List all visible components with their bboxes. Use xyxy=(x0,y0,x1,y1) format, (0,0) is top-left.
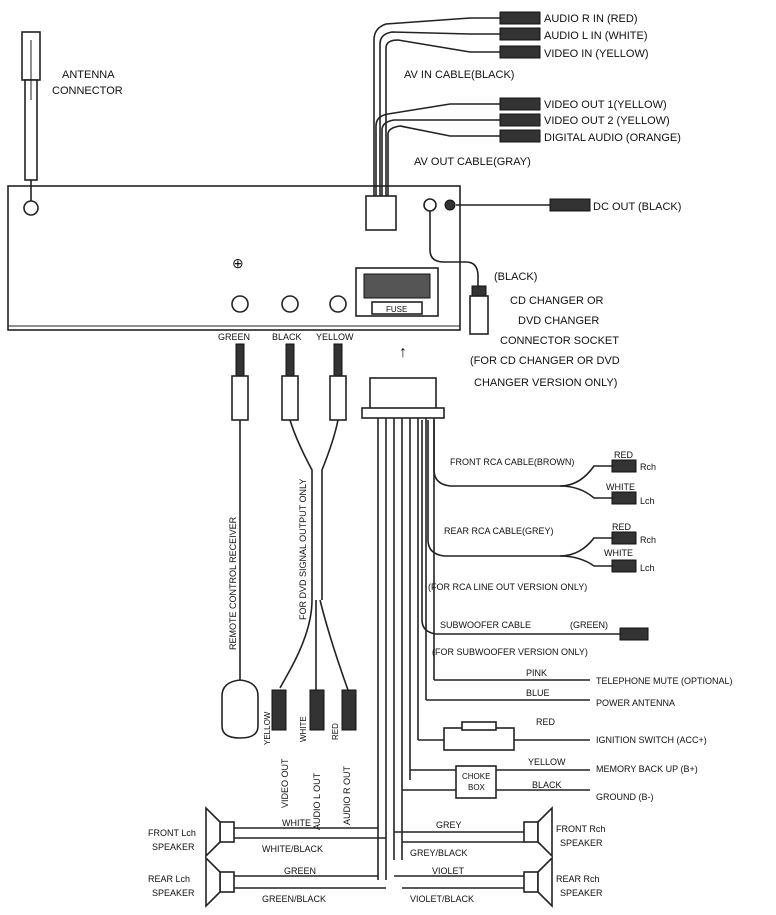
subwoofer-cable xyxy=(421,420,649,641)
rear-white-label: WHITE xyxy=(604,548,633,558)
dvd-output-cable xyxy=(271,419,357,731)
choke-box-1: CHOKE xyxy=(462,772,490,781)
front-rch-label: Rch xyxy=(640,462,656,472)
subwoofer-only-label: (FOR SUBWOOFER VERSION ONLY) xyxy=(432,647,588,657)
yellow-wire-label: YELLOW xyxy=(528,757,566,767)
antenna-label-1: ANTENNA xyxy=(62,69,115,81)
rear-lch-label: Lch xyxy=(640,563,655,573)
dvd-signal-label: FOR DVD SIGNAL OUTPUT ONLY xyxy=(298,479,308,620)
jack-yellow-label: YELLOW xyxy=(316,332,354,342)
rear-rch-speaker-2: SPEAKER xyxy=(560,888,603,898)
rear-rch-label: Rch xyxy=(640,535,656,545)
jack-black-label: BLACK xyxy=(272,332,302,342)
panel-jacks: ⊕ xyxy=(231,198,456,313)
front-white-label: WHITE xyxy=(606,482,635,492)
blue-label: BLUE xyxy=(526,688,550,698)
remote-receiver-label: REMOTE CONTROL RECEIVER xyxy=(228,516,238,650)
telephone-mute-label: TELEPHONE MUTE (OPTIONAL) xyxy=(596,676,733,686)
antenna-connector xyxy=(21,31,41,216)
front-lch-speaker-2: SPEAKER xyxy=(152,842,195,852)
cd-changer-5: CHANGER VERSION ONLY) xyxy=(474,377,617,389)
remote-receiver xyxy=(221,420,259,739)
av-out-cable-label: AV OUT CABLE(GRAY) xyxy=(414,156,531,168)
white-black-wire-label: WHITE/BLACK xyxy=(262,844,323,854)
rear-red-label: RED xyxy=(612,522,632,532)
power-wires xyxy=(402,679,590,799)
rear-left-speaker xyxy=(205,856,386,908)
grey-black-wire-label: GREY/BLACK xyxy=(410,848,468,858)
green-black-wire-label: GREEN/BLACK xyxy=(262,894,326,904)
iso-socket xyxy=(355,267,439,317)
audio-r-in-label: AUDIO R IN (RED) xyxy=(544,13,638,25)
ignition-label: IGNITION SWITCH (ACC+) xyxy=(596,735,707,745)
cd-changer-4: (FOR CD CHANGER OR DVD xyxy=(470,355,620,367)
subwoofer-green-label: (GREEN) xyxy=(570,620,608,630)
rca-red-label: RED xyxy=(331,723,340,740)
black-wire-label: BLACK xyxy=(532,780,562,790)
rear-rca-label: REAR RCA CABLE(GREY) xyxy=(444,526,554,536)
av-in-cable-label: AV IN CABLE(BLACK) xyxy=(404,69,514,81)
grey-wire-label: GREY xyxy=(436,820,462,830)
audio-l-in-label: AUDIO L IN (WHITE) xyxy=(544,30,647,42)
ground-label: GROUND (B-) xyxy=(596,792,654,802)
violet-black-wire-label: VIOLET/BLACK xyxy=(410,894,474,904)
video-out-2-label: VIDEO OUT 2 (YELLOW) xyxy=(544,115,670,127)
subwoofer-cable-label: SUBWOOFER CABLE xyxy=(440,620,531,630)
memory-backup-label: MEMORY BACK UP (B+) xyxy=(596,764,698,774)
green-wire-label: GREEN xyxy=(284,866,316,876)
dc-out-label: DC OUT (BLACK) xyxy=(593,201,681,213)
front-rch-speaker-2: SPEAKER xyxy=(560,838,603,848)
up-arrow: ↑ xyxy=(399,344,407,361)
rear-right-speaker xyxy=(394,856,553,908)
fuse-label: FUSE xyxy=(386,305,407,314)
rear-lch-speaker-2: SPEAKER xyxy=(152,888,195,898)
front-rca-cable xyxy=(433,420,637,505)
choke-box-2: BOX xyxy=(468,783,486,792)
white-wire-label: WHITE xyxy=(282,818,311,828)
audio-r-out-label: AUDIO R OUT xyxy=(342,765,352,825)
audio-l-out-label: AUDIO L OUT xyxy=(312,772,322,830)
digital-audio-label: DIGITAL AUDIO (ORANGE) xyxy=(544,132,681,144)
cd-changer-3: CONNECTOR SOCKET xyxy=(500,335,619,347)
rca-line-out-label: (FOR RCA LINE OUT VERSION ONLY) xyxy=(428,582,587,592)
violet-wire-label: VIOLET xyxy=(432,866,465,876)
mini-jack-plugs xyxy=(231,343,347,421)
front-lch-label: Lch xyxy=(640,496,655,506)
rca-white-label: WHITE xyxy=(299,716,308,742)
front-lch-speaker-1: FRONT Lch xyxy=(148,828,196,838)
red-wire-label: RED xyxy=(536,717,556,727)
front-rch-speaker-1: FRONT Rch xyxy=(556,824,605,834)
video-out-label: VIDEO OUT xyxy=(280,758,290,808)
black-paren-label: (BLACK) xyxy=(494,271,537,283)
jack-green-label: GREEN xyxy=(218,332,250,342)
front-right-speaker xyxy=(394,806,553,858)
video-out-1-label: VIDEO OUT 1(YELLOW) xyxy=(544,99,667,111)
pink-label: PINK xyxy=(526,668,547,678)
video-in-label: VIDEO IN (YELLOW) xyxy=(544,48,649,60)
rear-rca-cable xyxy=(427,420,637,573)
dc-out-cable xyxy=(456,198,591,212)
cd-changer-cable xyxy=(429,211,489,335)
power-antenna-label: POWER ANTENNA xyxy=(596,698,675,708)
front-red-label: RED xyxy=(614,450,634,460)
antenna-label-2: CONNECTOR xyxy=(52,85,123,97)
cd-changer-1: CD CHANGER OR xyxy=(510,295,604,307)
iso-harness xyxy=(361,377,445,880)
front-rca-label: FRONT RCA CABLE(BROWN) xyxy=(450,457,574,467)
rear-lch-speaker-1: REAR Lch xyxy=(148,874,190,884)
cd-changer-2: DVD CHANGER xyxy=(518,315,599,327)
rear-rch-speaker-1: REAR Rch xyxy=(556,874,600,884)
front-left-speaker xyxy=(205,806,386,858)
rca-yellow-label: YELLOW xyxy=(263,711,272,745)
svg-text:⊕: ⊕ xyxy=(232,255,244,271)
av-cables xyxy=(365,11,541,231)
